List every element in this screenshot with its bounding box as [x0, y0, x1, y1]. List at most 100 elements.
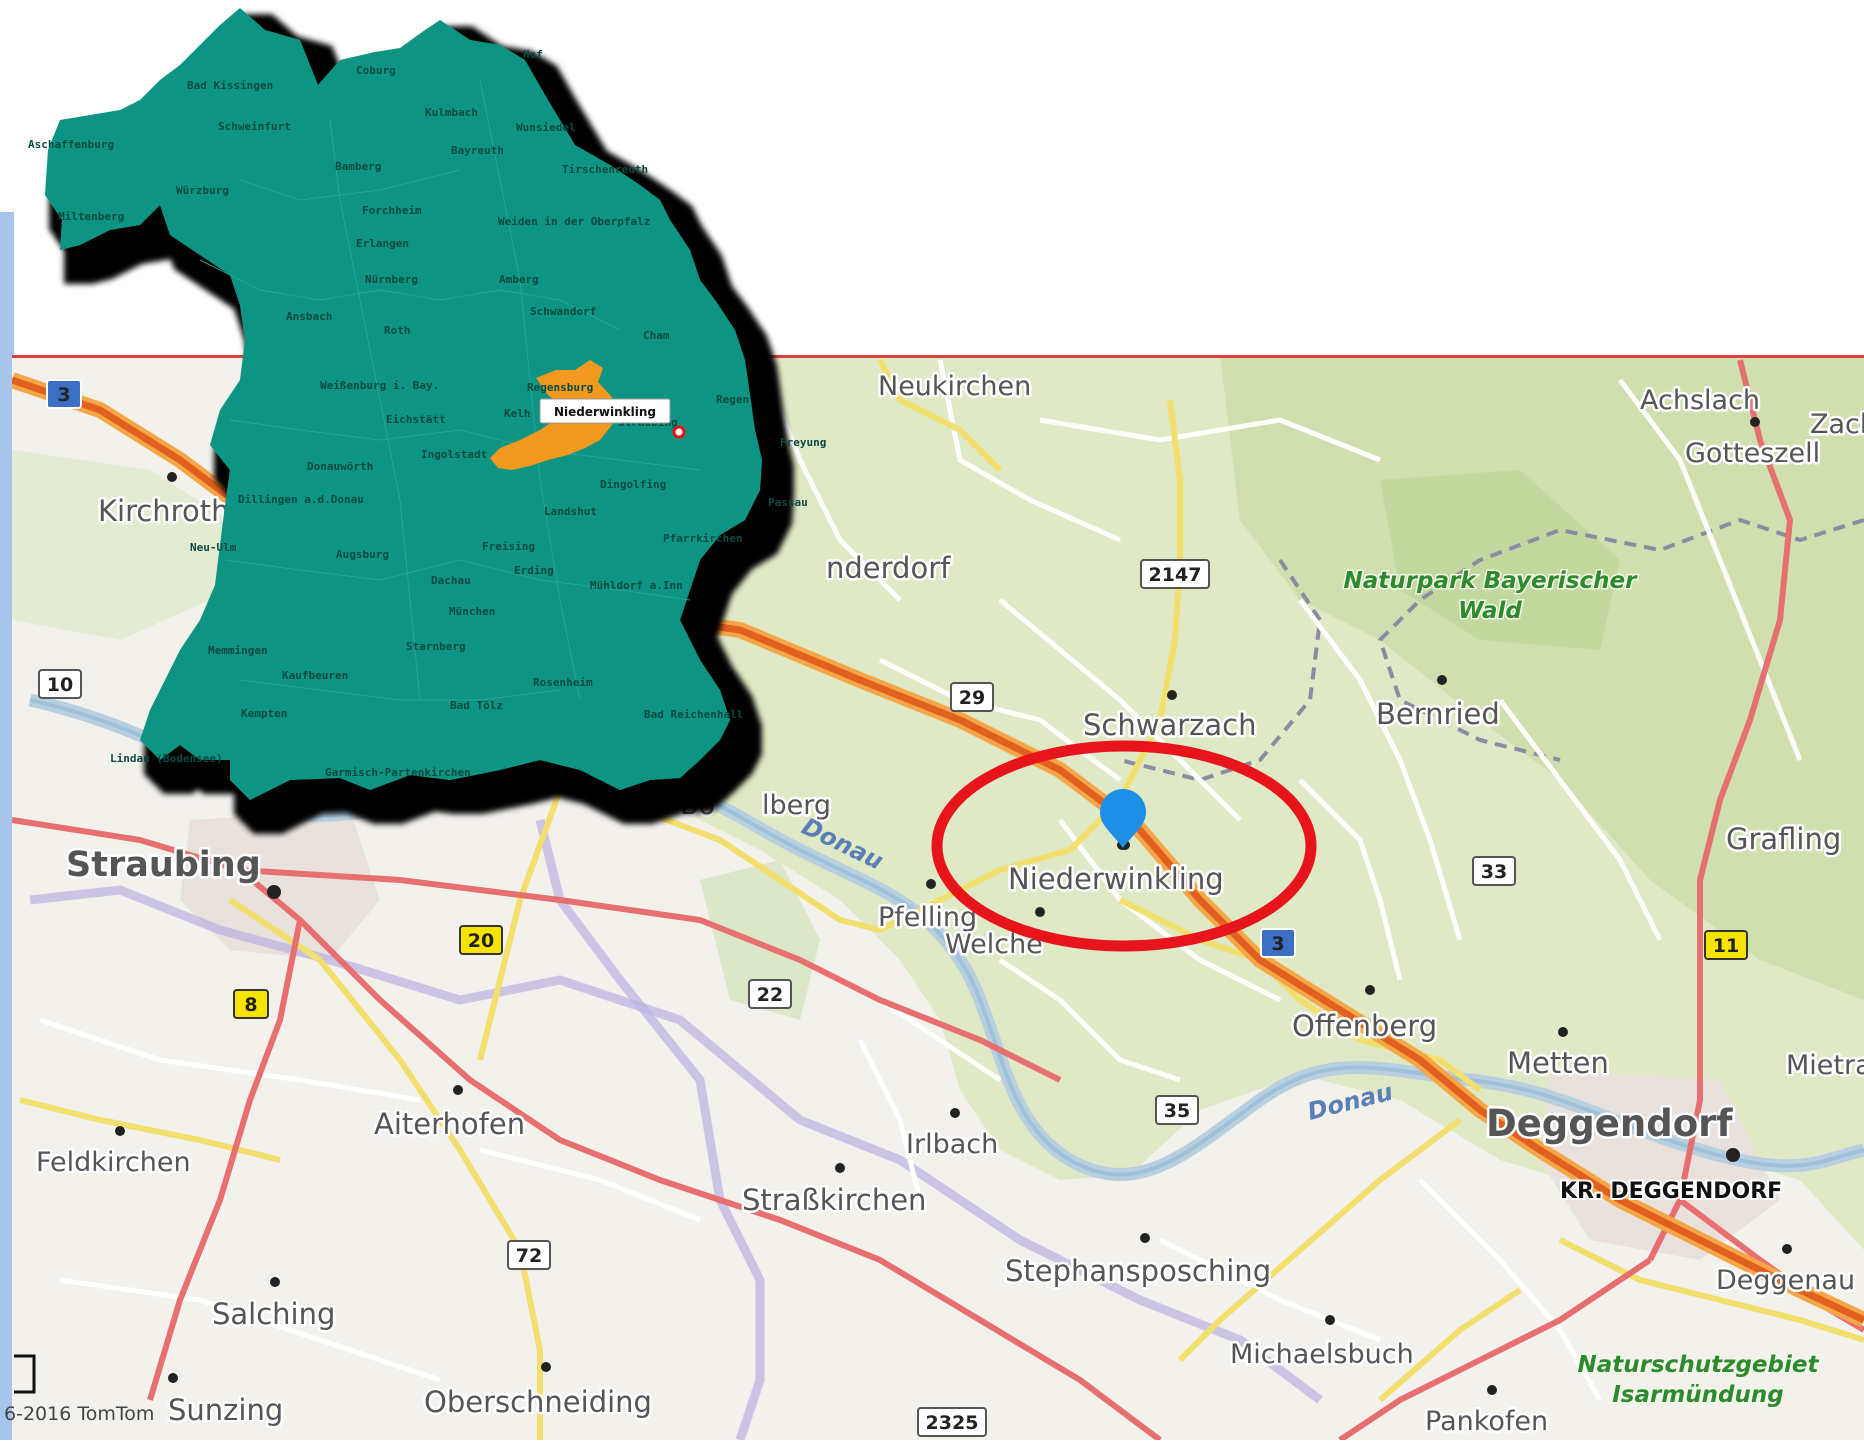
- place-label: Offenberg: [1292, 1009, 1437, 1043]
- inset-district-label: Kulmbach: [425, 106, 478, 119]
- inset-district-label: Starnberg: [406, 640, 466, 653]
- inset-location-icon: [672, 425, 686, 439]
- svg-text:29: 29: [959, 687, 985, 709]
- inset-district-label: Miltenberg: [58, 210, 124, 223]
- place-label: Bernried: [1376, 697, 1500, 731]
- inset-district-label: Schweinfurt: [218, 120, 291, 133]
- place-label: Gotteszell: [1685, 438, 1820, 469]
- place-label: Straubing: [66, 845, 261, 885]
- road-shield: 2147: [1140, 559, 1210, 589]
- inset-district-label: Kempten: [241, 707, 287, 720]
- svg-text:35: 35: [1164, 1100, 1190, 1122]
- inset-district-label: Erding: [514, 564, 554, 577]
- svg-text:3: 3: [57, 384, 70, 406]
- inset-district-label: Wunsiedel: [516, 121, 576, 134]
- svg-text:2147: 2147: [1149, 564, 1202, 586]
- road-shield: 35: [1155, 1095, 1199, 1125]
- road-shield: 8: [233, 989, 269, 1019]
- inset-tooltip: Niederwinkling: [539, 398, 671, 424]
- highlight-circle: [931, 740, 1317, 952]
- place-label: Michaelsbuch: [1230, 1339, 1414, 1370]
- inset-district-label: Nürnberg: [365, 273, 418, 286]
- place-label: Straßkirchen: [742, 1183, 926, 1217]
- inset-district-label: Bamberg: [335, 160, 381, 173]
- svg-text:2325: 2325: [926, 1412, 979, 1434]
- inset-district-label: Ingolstadt: [421, 448, 487, 461]
- inset-district-label: Bad Kissingen: [187, 79, 273, 92]
- road-shield: 20: [459, 925, 503, 955]
- inset-district-borders: [199, 79, 701, 701]
- blue-pin-icon[interactable]: [1100, 789, 1146, 848]
- inset-district-label: Augsburg: [336, 548, 389, 561]
- road-shield: 10: [38, 669, 82, 699]
- bavaria-inset: [45, 8, 762, 800]
- place-label: Schwarzach: [1083, 708, 1256, 742]
- window-edge-strip: [0, 212, 14, 1440]
- inset-district-label: Cham: [643, 329, 670, 342]
- svg-text:11: 11: [1713, 935, 1739, 957]
- inset-district-label: Passau: [768, 496, 808, 509]
- inset-district-label: Weißenburg i. Bay.: [320, 379, 439, 392]
- place-label: Oberschneiding: [424, 1385, 652, 1419]
- park-label: Naturschutzgebiet: [1578, 1352, 1820, 1378]
- road-shield: 72: [507, 1240, 551, 1270]
- place-label: Pankofen: [1425, 1406, 1548, 1437]
- tooltip-label: Niederwinkling: [554, 405, 656, 419]
- district-label: KR. DEGGENDORF: [1560, 1179, 1782, 1204]
- place-label: Kirchroth: [98, 494, 229, 528]
- inset-district-label: Mühldorf a.Inn: [590, 579, 683, 592]
- inset-district-label: Aschaffenburg: [28, 138, 114, 151]
- place-label: Deggendorf: [1486, 1102, 1733, 1145]
- place-label: Neukirchen: [878, 371, 1031, 402]
- inset-district-label: Weiden in der Oberpfalz: [498, 215, 650, 228]
- inset-district-label: Amberg: [499, 273, 539, 286]
- inset-district-label: Forchheim: [362, 204, 422, 217]
- inset-district-label: Dingolfing: [600, 478, 666, 491]
- road-shield: 33: [1472, 856, 1516, 886]
- place-label: Achslach: [1640, 385, 1760, 416]
- svg-text:33: 33: [1481, 861, 1507, 883]
- inset-district-label: Ansbach: [286, 310, 332, 323]
- inset-district-label: Hof: [523, 48, 543, 61]
- svg-text:3: 3: [1271, 933, 1284, 955]
- place-label: Sunzing: [168, 1393, 283, 1427]
- road-shield: 11: [1704, 930, 1748, 960]
- map-attribution: 6-2016 TomTom: [4, 1403, 154, 1425]
- place-label: Mietra: [1786, 1050, 1864, 1081]
- inset-district-label: Bad Tölz: [450, 699, 503, 712]
- inset-district-label: Dachau: [431, 574, 471, 587]
- park-label: Wald: [1458, 598, 1522, 624]
- place-label: lberg: [762, 790, 831, 821]
- inset-district-label: Coburg: [356, 64, 396, 77]
- inset-district-label: Rosenheim: [533, 676, 593, 689]
- inset-district-label: München: [449, 605, 495, 618]
- place-label: Irlbach: [906, 1129, 998, 1160]
- svg-text:8: 8: [244, 994, 257, 1016]
- highlighted-district: [490, 360, 620, 470]
- place-labels: Neukirchen AchslachZacheGotteszellKirchro…: [34, 369, 1864, 1440]
- inset-district-label: Freising: [482, 540, 535, 553]
- inset-district-label: Roth: [384, 324, 411, 337]
- park-label: Isarmündung: [1612, 1382, 1784, 1408]
- inset-district-label: Donauwörth: [307, 460, 373, 473]
- inset-district-label: Neu-Ulm: [190, 541, 237, 554]
- inset-district-label: Tirschenreuth: [562, 163, 648, 176]
- map-corner-mark: [14, 1354, 36, 1394]
- place-label: Aiterhofen: [374, 1107, 525, 1141]
- inset-district-label: Kaufbeuren: [282, 669, 348, 682]
- place-label: nderdorf: [826, 551, 951, 585]
- place-label: Niederwinkling: [1008, 862, 1224, 896]
- inset-district-label: Regensburg: [527, 381, 593, 394]
- inset-district-label: Erlangen: [356, 237, 409, 250]
- place-label: Zache: [1810, 409, 1864, 440]
- inset-district-label: Eichstätt: [386, 413, 446, 426]
- inset-district-label: Regen: [716, 393, 749, 406]
- inset-district-label: Bayreuth: [451, 144, 504, 157]
- inset-district-label: Bad Reichenhall: [644, 708, 743, 721]
- inset-district-label: Schwandorf: [530, 305, 596, 318]
- place-label: Feldkirchen: [36, 1147, 191, 1178]
